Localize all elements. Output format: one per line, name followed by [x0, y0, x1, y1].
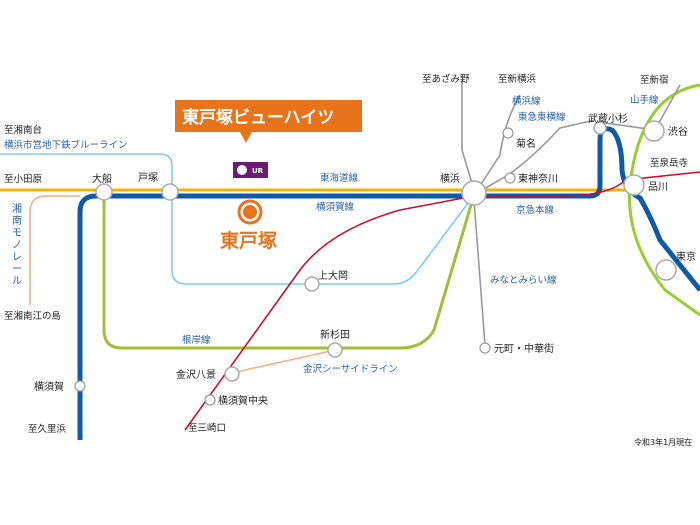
dest-kurihama: 至久里浜 — [28, 423, 67, 435]
line-seaside: 金沢シーサイドライン — [303, 363, 398, 375]
station-marker-tokyo — [655, 259, 677, 281]
station-label-motomachi: 元町・中華街 — [494, 342, 554, 355]
station-label-totsuka: 戸塚 — [138, 172, 158, 184]
ur-logo-text: UR — [252, 167, 264, 175]
station-marker-kamiooka — [304, 276, 320, 292]
dest-shonanenoshima: 至湘南江の島 — [4, 310, 61, 322]
station-marker-shinagawa — [623, 174, 645, 196]
keikyu-route — [184, 171, 700, 431]
station-marker-yokosuka — [74, 380, 86, 392]
dest-shinyokohama: 至新横浜 — [498, 73, 537, 85]
minatomirai-route — [473, 199, 486, 346]
station-marker-yokohama — [461, 180, 487, 206]
station-label-higashikanagawa: 東神奈川 — [518, 172, 558, 185]
property-label-pointer — [240, 132, 252, 143]
station-label-shibuya: 渋谷 — [668, 125, 688, 138]
shonanmono-route — [29, 195, 80, 305]
station-marker-shibuya — [643, 120, 665, 142]
dest-misakiguchi: 至三崎口 — [188, 422, 226, 434]
line-toyoko: 東急東横線 — [518, 111, 566, 123]
station-marker-yokosukachuo — [204, 394, 216, 406]
station-marker-ofuna — [95, 183, 113, 201]
yokosuka-route — [77, 126, 700, 440]
station-label-shinagawa: 品川 — [648, 181, 668, 193]
line-tokaido: 東海道線 — [320, 172, 359, 184]
station-label-yokosuka: 横須賀 — [34, 380, 64, 393]
station-marker-shinsugita — [327, 342, 343, 358]
station-marker-motomachi — [479, 342, 491, 354]
station-label-tokyo: 東京 — [676, 250, 696, 263]
station-marker-kanazawahakkei — [224, 366, 240, 382]
line-yokohama: 横浜線 — [512, 95, 541, 107]
station-marker-higashitotsuka-core — [243, 205, 257, 219]
blueline-route — [0, 153, 475, 285]
station-marker-totsuka — [161, 183, 179, 201]
dest-azamino: 至あざみ野 — [422, 73, 470, 85]
station-label-kamiooka: 上大岡 — [318, 269, 348, 282]
seaside-route — [231, 349, 336, 374]
property-name: 東戸塚ビューハイツ — [182, 107, 334, 128]
dest-sengakuji: 至泉岳寺 — [650, 157, 689, 169]
footnote: 令和3年1月現在 — [634, 437, 692, 447]
dest-shonandai: 至湘南台 — [4, 124, 42, 136]
station-label-yokohama: 横浜 — [440, 172, 460, 185]
station-marker-higashikanagawa — [504, 172, 516, 184]
line-minatomirai: みなとみらい線 — [490, 274, 557, 286]
station-label-shinsugita: 新杉田 — [320, 328, 350, 341]
line-yamanote: 山手線 — [630, 94, 659, 106]
station-marker-musashikosugi — [593, 121, 607, 135]
station-marker-kikuna — [502, 127, 514, 139]
station-label-musashikosugi: 武蔵小杉 — [588, 112, 628, 125]
station-label-kikuna: 菊名 — [516, 137, 536, 150]
ur-logo-mark — [237, 165, 247, 175]
property-label-box — [175, 100, 362, 132]
station-label-yokosukachuo: 横須賀中央 — [218, 394, 268, 407]
dest-shinjuku: 至新宿 — [640, 74, 669, 86]
station-label-kanazawahakkei: 金沢八景 — [176, 368, 216, 381]
negishi-route — [102, 194, 476, 350]
azamino-route — [461, 80, 475, 191]
station-label-ofuna: 大船 — [92, 172, 112, 185]
line-keikyu: 京急本線 — [516, 204, 555, 216]
station-marker-higashitotsuka — [237, 199, 263, 225]
line-shonanmono: 湘南モノレール — [12, 202, 22, 287]
yokohama-line-route — [473, 94, 521, 196]
line-negishi: 根岸線 — [182, 334, 211, 346]
higashitotsuka-label: 東戸塚 — [220, 229, 277, 252]
line-yokosuka: 横須賀線 — [316, 201, 355, 213]
line-blueline: 横浜市営地下鉄ブルーライン — [4, 139, 128, 151]
dest-odawara: 至小田原 — [4, 174, 42, 185]
